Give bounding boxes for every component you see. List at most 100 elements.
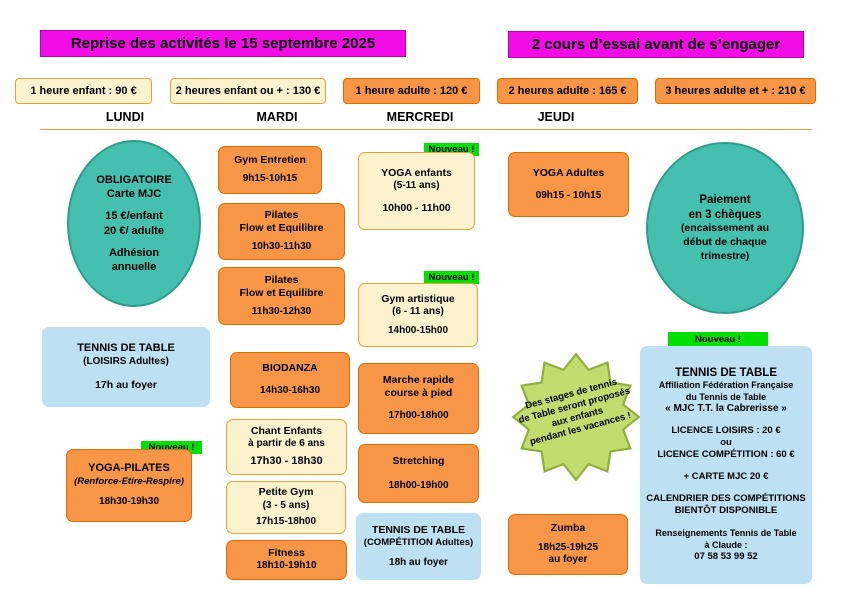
activity-title: Petite Gym (258, 486, 314, 499)
tennis-info-title: TENNIS DE TABLE (674, 367, 777, 379)
activity-time: 17h30 - 18h30 (250, 454, 323, 467)
activity-time: 17h00-18h00 (388, 410, 449, 422)
activity-time: 11h30-12h30 (251, 305, 312, 317)
activity-tennis-loisirs: TENNIS DE TABLE (LOISIRS Adultes) 17h au… (42, 327, 210, 407)
tennis-info-line: « MJC T.T. la Cabrerisse » (665, 403, 787, 414)
activity-biodanza: BIODANZA 14h30-16h30 (230, 352, 350, 408)
activity-title: Marche rapide (382, 374, 455, 387)
activity-title: YOGA Adultes (532, 166, 605, 179)
paiement-line: Paiement (699, 193, 751, 206)
activity-stretching: Stretching 18h00-19h00 (358, 444, 479, 503)
membership-line: annuelle (111, 261, 157, 274)
activity-time: 10h00 - 11h00 (382, 202, 451, 215)
activity-marche-rapide: Marche rapide course à pied 17h00-18h00 (358, 363, 479, 434)
activity-fitness: Fitness 18h10-19h10 (226, 540, 347, 580)
price-2h-adulte: 2 heures adulte : 165 € (497, 78, 638, 104)
activity-subtitle: (3 - 5 ans) (262, 499, 310, 511)
day-header-mardi: MARDI (256, 110, 298, 124)
activity-time: 17h15-18h00 (255, 516, 317, 528)
membership-line: OBLIGATOIRE (96, 173, 172, 186)
activity-time: 18h10-19h10 (256, 560, 317, 572)
starburst-shape (511, 352, 641, 482)
tennis-info-line: du Tennis de Table (685, 392, 767, 402)
nouveau-badge: Nouveau ! (424, 271, 479, 284)
tennis-info-panel: TENNIS DE TABLE Affiliation Fédération F… (640, 346, 812, 584)
activity-gym-artistique: Gym artistique (6 - 11 ans) 14h00-15h00 (358, 283, 478, 347)
membership-ellipse: OBLIGATOIRE Carte MJC 15 €/enfant 20 €/ … (67, 140, 201, 307)
membership-line: 20 €/ adulte (104, 224, 164, 237)
tennis-info-line: BIENTÔT DISPONIBLE (674, 505, 778, 516)
activity-title: YOGA enfants (381, 166, 452, 179)
activity-title: Chant Enfants (250, 425, 323, 438)
activity-yoga-adultes: YOGA Adultes 09h15 - 10h15 (508, 152, 629, 217)
price-3h-adulte: 3 heures adulte et + : 210 € (655, 78, 816, 104)
activity-time: 09h15 - 10h15 (535, 189, 602, 201)
activity-title: YOGA-PILATES (88, 462, 170, 475)
activity-title: Pilates (264, 209, 299, 222)
activity-subtitle: Flow et Equilibre (239, 286, 324, 299)
activity-title: Stretching (392, 454, 445, 467)
activity-time: 18h30-19h30 (98, 496, 160, 508)
activity-place: au foyer (548, 554, 588, 566)
day-header-mercredi: MERCREDI (386, 110, 454, 124)
activity-time: 9h15-10h15 (242, 173, 298, 185)
activity-subtitle: à partir de 6 ans (248, 438, 325, 450)
activity-title: Pilates (264, 273, 299, 286)
activity-time: 18h au foyer (389, 556, 448, 568)
tennis-info-line: Renseignements Tennis de Table (655, 528, 797, 538)
activity-pilates-2: Pilates Flow et Equilibre 11h30-12h30 (218, 267, 345, 325)
activity-subtitle: (5-11 ans) (393, 179, 440, 191)
activity-time: 10h30-11h30 (251, 241, 312, 253)
activity-subtitle: (LOISIRS Adultes) (83, 356, 169, 368)
activity-subtitle: Flow et Equilibre (239, 222, 324, 235)
activity-subtitle: course à pied (384, 387, 453, 400)
banner-cours-essai: 2 cours d’essai avant de s’engager (508, 31, 804, 58)
banner-reprise-activites: Reprise des activités le 15 septembre 20… (40, 30, 406, 57)
activity-title: TENNIS DE TABLE (371, 523, 466, 536)
activity-time: 18h00-19h00 (388, 479, 449, 491)
activity-gym-entretien: Gym Entretien 9h15-10h15 (218, 146, 322, 194)
activity-zumba: Zumba 18h25-19h25 au foyer (508, 514, 628, 575)
activity-time: 18h25-19h25 (537, 541, 599, 553)
activity-title: BIODANZA (262, 362, 318, 375)
tennis-info-line: CALENDRIER DES COMPÉTITIONS (646, 493, 806, 504)
activity-title: Gym artistique (381, 292, 455, 305)
activity-title: Zumba (550, 522, 586, 535)
price-1h-adulte: 1 heure adulte : 120 € (343, 78, 480, 104)
price-2h-enfant: 2 heures enfant ou + : 130 € (170, 78, 326, 104)
activity-pilates-1: Pilates Flow et Equilibre 10h30-11h30 (218, 203, 345, 260)
activity-petite-gym: Petite Gym (3 - 5 ans) 17h15-18h00 (226, 481, 346, 534)
activity-title: Fitness (268, 547, 305, 560)
stages-starburst: Des stages de tennis de Table seront pro… (511, 350, 641, 484)
activity-chant-enfants: Chant Enfants à partir de 6 ans 17h30 - … (226, 419, 347, 475)
activity-time: 14h30-16h30 (259, 385, 321, 397)
price-1h-enfant: 1 heure enfant : 90 € (15, 78, 152, 104)
activity-time: 17h au foyer (95, 378, 157, 391)
tennis-info-line: à Claude : (704, 540, 748, 550)
membership-line: 15 €/enfant (105, 210, 163, 223)
activity-subtitle: (Renforce-Etire-Respire) (74, 476, 184, 488)
day-header-lundi: LUNDI (105, 110, 145, 124)
tennis-info-line: LICENCE LOISIRS : 20 € (671, 425, 781, 436)
tennis-info-line: LICENCE COMPÉTITION : 60 € (657, 449, 795, 460)
activity-subtitle: (COMPÉTITION Adultes) (363, 536, 474, 548)
paiement-line: début de chaque (683, 236, 767, 249)
activity-yoga-pilates: YOGA-PILATES (Renforce-Etire-Respire) 18… (66, 449, 192, 522)
membership-line: Adhésion (108, 246, 160, 259)
day-header-jeudi: JEUDI (537, 110, 575, 124)
tennis-info-line: ou (720, 437, 732, 448)
tennis-info-line: + CARTE MJC 20 € (683, 471, 769, 482)
paiement-line: trimestre) (700, 249, 750, 262)
activity-subtitle: (6 - 11 ans) (392, 306, 444, 318)
paiement-line: en 3 chèques (688, 208, 762, 221)
activity-title: TENNIS DE TABLE (77, 342, 175, 355)
membership-line: Carte MJC (106, 187, 162, 200)
paiement-line: (encaissement au (680, 222, 770, 235)
activity-title: Gym Entretien (234, 154, 306, 167)
tennis-info-phone: 07 58 53 99 52 (694, 551, 758, 562)
activity-tennis-competition: TENNIS DE TABLE (COMPÉTITION Adultes) 18… (356, 513, 481, 580)
activity-time: 14h00-15h00 (387, 324, 449, 336)
paiement-ellipse: Paiement en 3 chèques (encaissement au d… (646, 142, 804, 314)
header-divider (40, 129, 812, 130)
